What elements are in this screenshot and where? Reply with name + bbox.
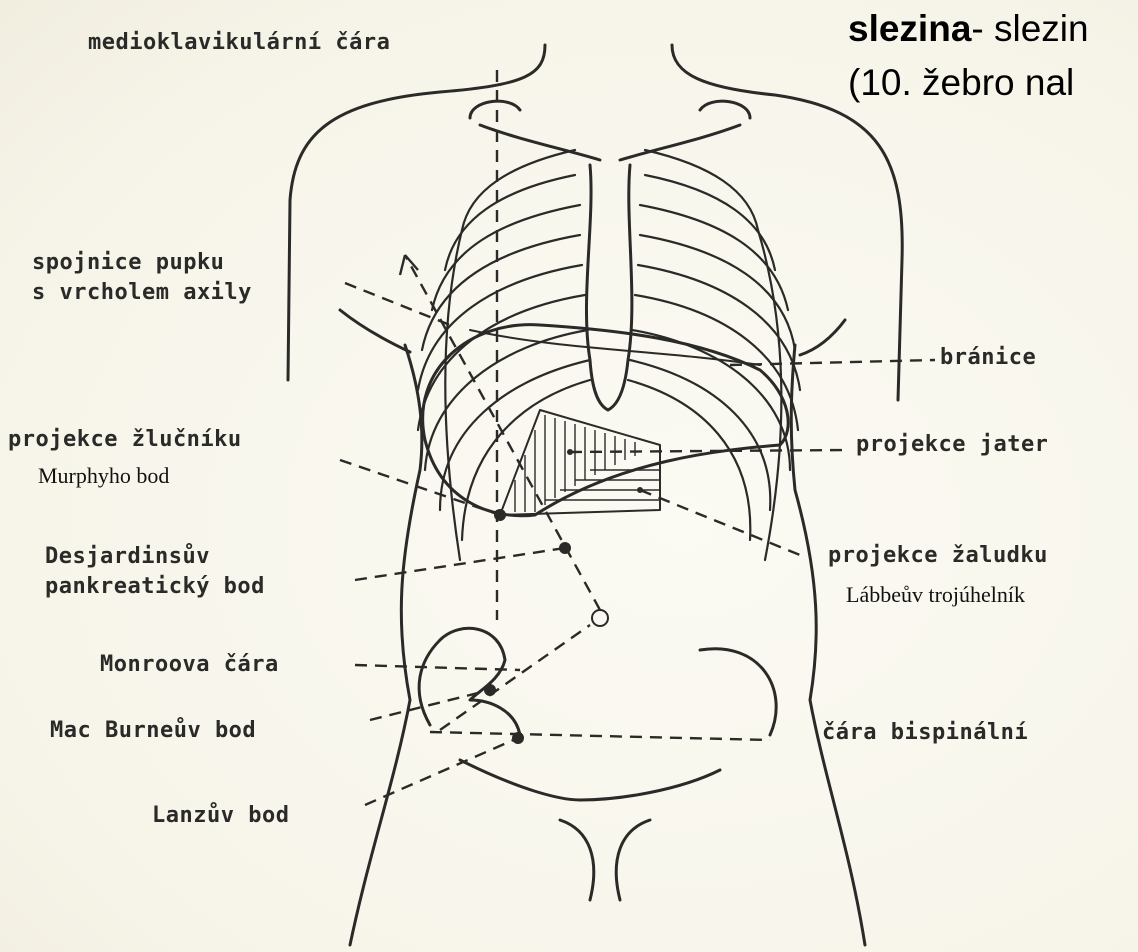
- lanz-leader: [365, 738, 518, 805]
- waist-right: [791, 345, 865, 945]
- ribcage-right: [628, 150, 800, 560]
- lanz-point: [512, 732, 524, 744]
- label-medioklavikularni: medioklavikulární čára: [88, 30, 390, 55]
- pelvis-right: [700, 649, 776, 735]
- label-spojnice-2: s vrcholem axily: [32, 280, 252, 305]
- pelvis-inner: [460, 760, 720, 800]
- arm-right: [800, 320, 845, 355]
- label-branice: bránice: [940, 345, 1036, 370]
- label-zlucnik: projekce žlučníku: [8, 427, 242, 452]
- clavicle-right: [620, 125, 740, 160]
- zaludek-leader: [640, 490, 800, 555]
- heading-line1: slezina- slezin: [848, 8, 1089, 50]
- branice-leader: [730, 360, 935, 365]
- bispinal-line: [430, 732, 770, 740]
- umbilicus: [592, 610, 608, 626]
- label-bispinalni: čára bispinální: [822, 720, 1028, 745]
- monroe-line: [440, 625, 590, 730]
- murphy-point: [494, 509, 506, 521]
- liver-outline: [423, 325, 789, 516]
- labbe-triangle: [500, 410, 660, 515]
- pubis: [560, 820, 650, 900]
- arm-left: [340, 310, 410, 352]
- sternum: [586, 165, 631, 410]
- heading-line2: (10. žebro nal: [848, 62, 1074, 104]
- pelvis-left: [419, 640, 440, 725]
- macburney-leader: [370, 690, 490, 720]
- label-monroe: Monroova čára: [100, 652, 279, 677]
- heading-bold: slezina: [848, 8, 971, 49]
- label-desjardins-1: Desjardinsův: [45, 544, 210, 569]
- torso-outline-left: [288, 45, 545, 380]
- label-labbe: Lábbeův trojúhelník: [846, 582, 1025, 608]
- label-lanz: Lanzův bod: [152, 803, 289, 828]
- stomach-point: [637, 487, 643, 493]
- label-jatra: projekce jater: [856, 432, 1048, 457]
- label-macburney: Mac Burneův bod: [50, 718, 256, 743]
- desjardins-point: [559, 542, 571, 554]
- label-murphy: Murphyho bod: [38, 463, 169, 489]
- liver-point: [567, 449, 573, 455]
- hatching: [515, 415, 660, 512]
- label-spojnice-1: spojnice pupku: [32, 250, 224, 275]
- waist-left: [350, 345, 422, 945]
- diaphragm: [470, 330, 760, 365]
- jatra-leader: [570, 450, 848, 452]
- label-zaludek: projekce žaludku: [828, 543, 1048, 568]
- label-desjardins-2: pankreatický bod: [45, 574, 265, 599]
- macburney-point: [484, 684, 496, 696]
- heading-rest: - slezin: [971, 8, 1088, 49]
